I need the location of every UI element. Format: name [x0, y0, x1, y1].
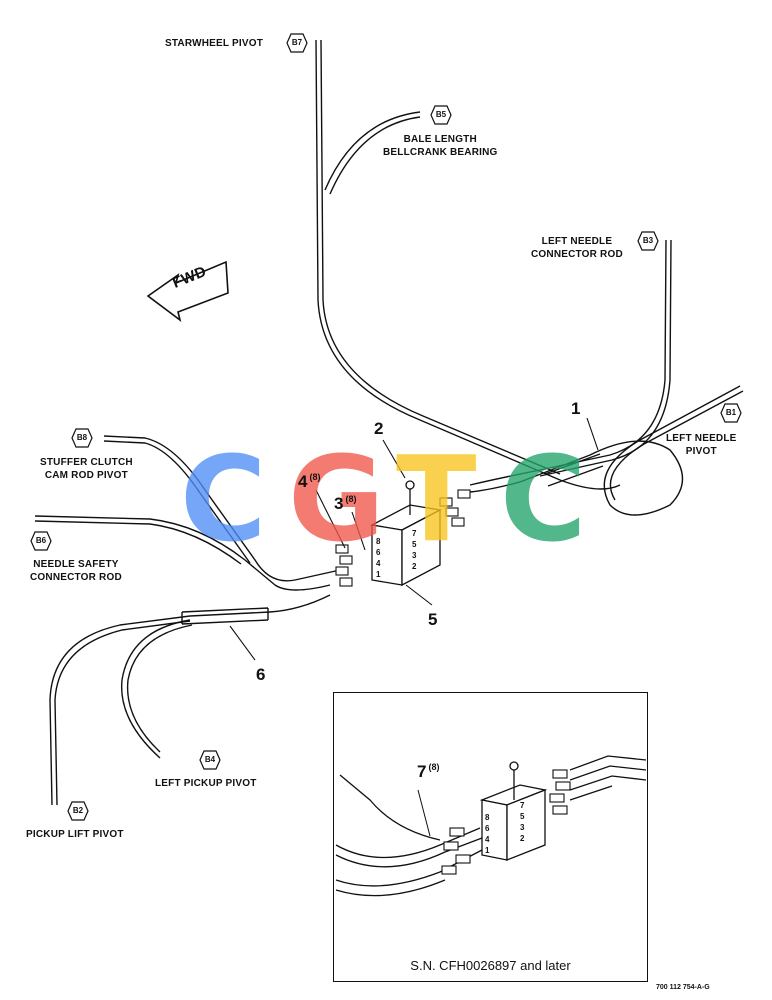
fitting: [339, 555, 353, 565]
callout-6: 6: [256, 665, 266, 684]
line-b4-inner: [126, 624, 193, 753]
leader-5: [405, 584, 433, 606]
inset-caption: S.N. CFH0026897 and later: [410, 958, 571, 973]
line-b6: [34, 515, 331, 591]
line-b8-inner: [103, 440, 251, 564]
left-fittings: [335, 544, 353, 587]
fitting: [451, 517, 465, 527]
leader-1: [586, 417, 599, 451]
line-b3: [469, 239, 667, 486]
inset-frame: [333, 692, 648, 982]
callout-3: 3(8): [334, 494, 357, 513]
fitting: [335, 544, 349, 554]
leader-4: [315, 489, 346, 549]
callout-4: 4(8): [298, 472, 321, 491]
watermark-g: G: [288, 430, 385, 568]
leader-lines: [229, 417, 599, 661]
line-b5: [324, 111, 421, 191]
inset-fittings: [441, 769, 571, 875]
grease-lines: [34, 39, 744, 806]
hex-b6: B6: [30, 531, 52, 551]
line-b1-inner: [609, 390, 744, 501]
label-pickup-lift-pivot: PICKUP LIFT PIVOT: [26, 829, 124, 840]
hex-b4: B4: [199, 750, 221, 770]
inset-block: [479, 761, 548, 861]
line-b7-inner: [320, 39, 561, 475]
hex-b1: B1: [720, 403, 742, 423]
label-left-pickup-pivot: LEFT PICKUP PIVOT: [155, 778, 257, 789]
watermark-c2: C: [500, 430, 587, 568]
line-b7: [315, 39, 621, 490]
leader-3: [351, 511, 366, 551]
line-b5-inner: [329, 116, 421, 195]
watermark-t: T: [396, 430, 477, 568]
inset-lines: [335, 755, 647, 897]
hex-b3: B3: [637, 231, 659, 251]
line-b2-inner: [54, 620, 191, 806]
fwd-arrow: [146, 260, 229, 322]
fitting: [439, 497, 453, 507]
callout-5: 5: [428, 610, 438, 629]
line-b1: [469, 385, 741, 516]
line-b8: [103, 435, 341, 582]
distribution-block: [369, 480, 443, 587]
figure-reference: 700 112 754-A-G: [656, 984, 710, 991]
hex-b8: B8: [71, 428, 93, 448]
callout-2: 2: [374, 419, 384, 438]
line-b4: [120, 619, 191, 759]
line-b6-inner: [34, 520, 242, 565]
fitting: [339, 577, 353, 587]
fitting: [335, 566, 349, 576]
hex-b5: B5: [430, 105, 452, 125]
fitting: [457, 489, 471, 499]
hose-sleeve-upper: [544, 453, 604, 487]
hose-sleeve: [181, 607, 269, 625]
right-fittings: [439, 489, 471, 527]
hex-b2: B2: [67, 801, 89, 821]
watermark-c1: C: [180, 430, 267, 568]
leader-6: [229, 625, 256, 661]
callout-7: 7(8): [417, 762, 440, 781]
leader-2: [382, 439, 406, 479]
fitting: [445, 507, 459, 517]
line-b2: [49, 594, 331, 806]
hex-b7: B7: [286, 33, 308, 53]
label-starwheel-pivot: STARWHEEL PIVOT: [165, 38, 264, 49]
callout-1: 1: [571, 399, 581, 418]
